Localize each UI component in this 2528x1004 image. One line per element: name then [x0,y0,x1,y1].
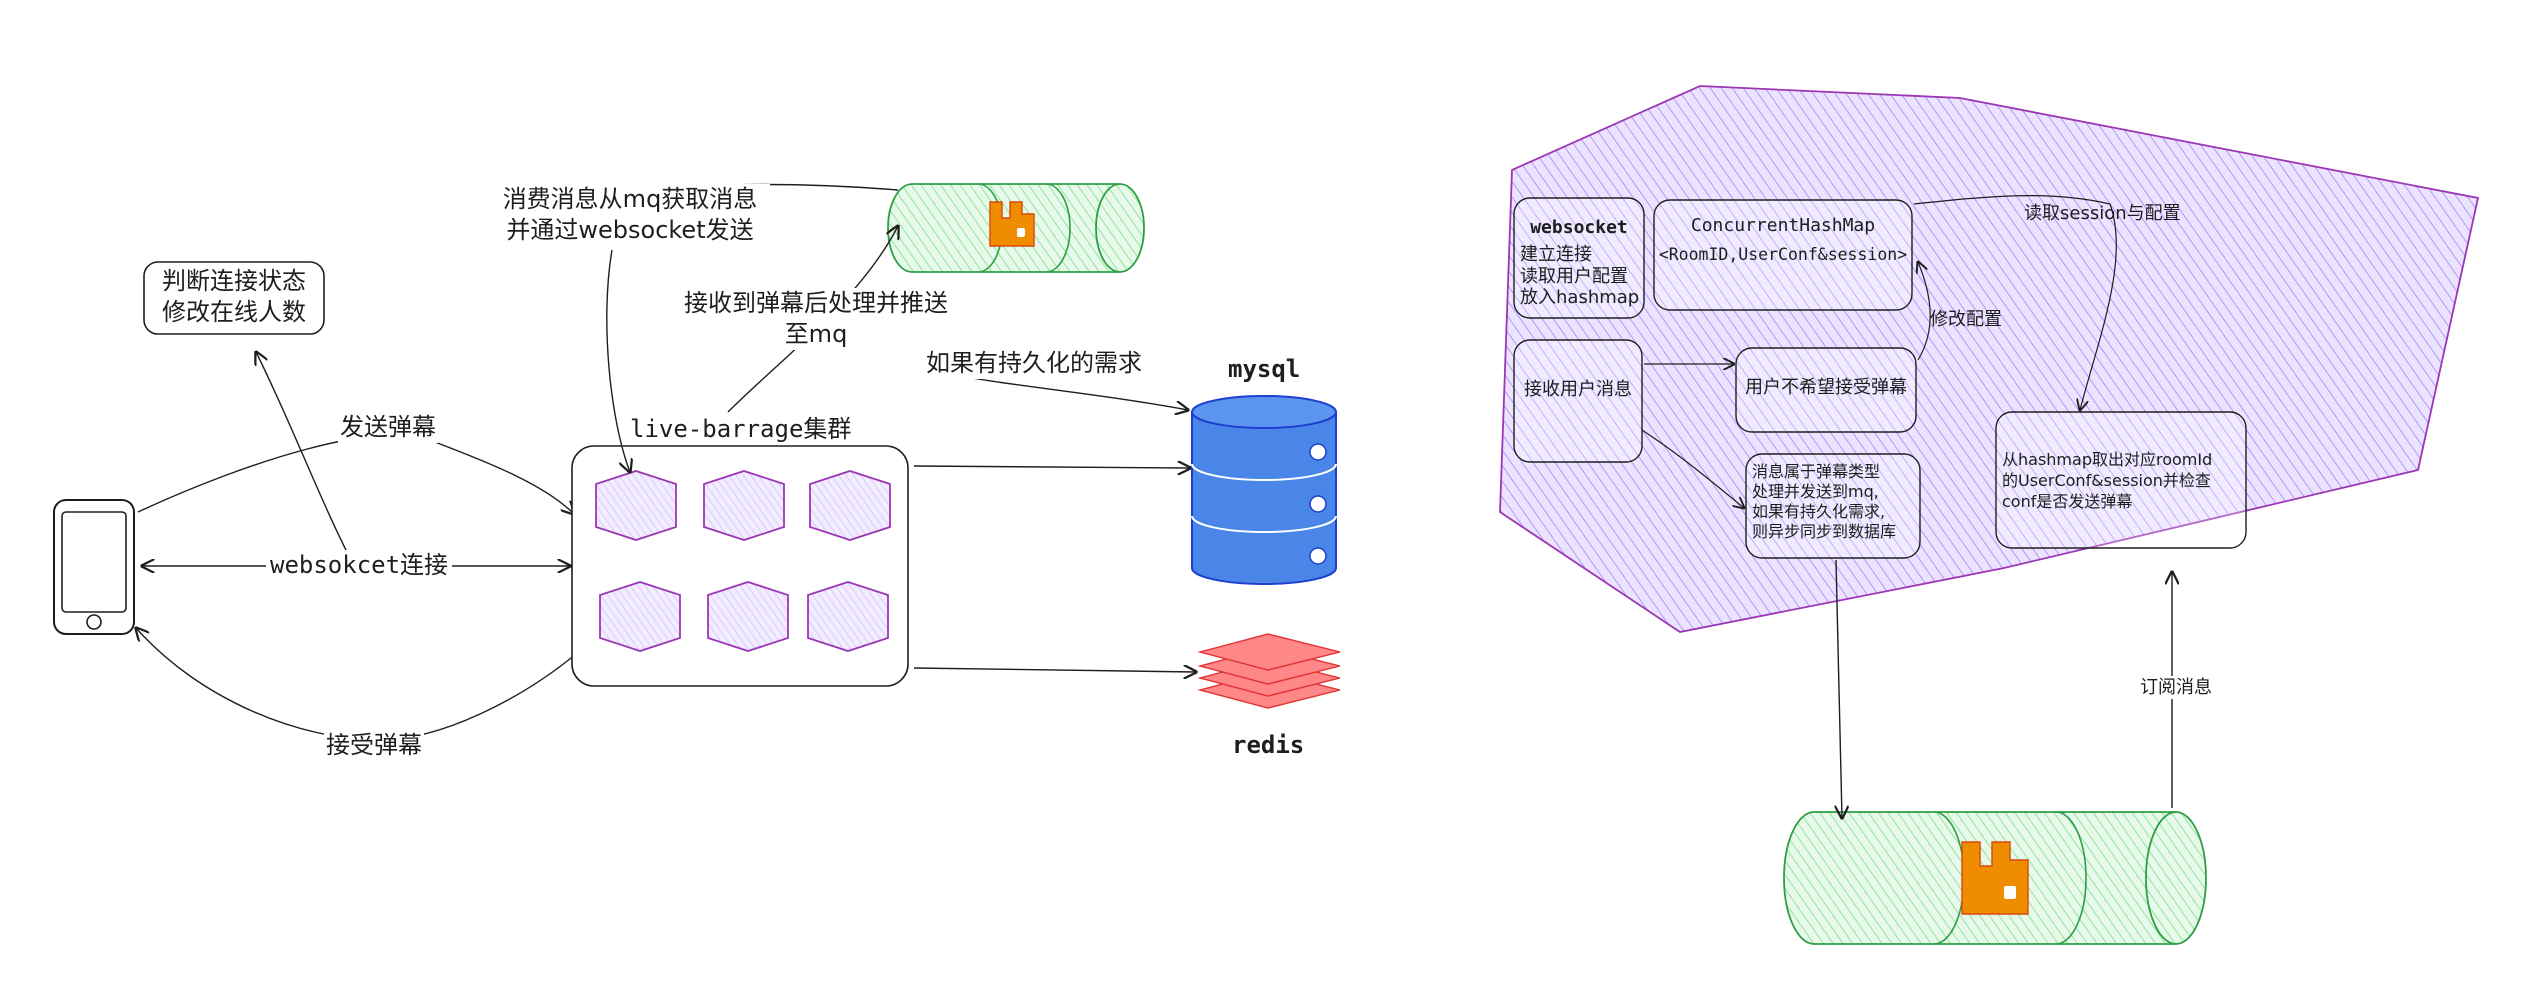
process-note: 接收到弹幕后处理并推送 至mq [666,288,966,351]
status-note: 判断连接状态 修改在线人数 [162,267,306,327]
cluster-node-hexagon [599,581,681,652]
mq-cylinder-left [887,183,1145,273]
send-barrage-label: 发送弹幕 [338,412,438,444]
send-to-mq-arrow [1836,559,1842,818]
mysql-label: mysql [1228,355,1301,383]
hashmap-box [1653,199,1913,311]
websocket-box [1513,197,1645,319]
hashmap-check-note: 从hashmap取出对应roomId 的UserConf&session并检查 … [2002,450,2213,511]
modify-config-label: 修改配置 [1930,309,2002,330]
subscribe-label: 订阅消息 [2138,676,2214,700]
websocket-body: 建立连接 读取用户配置 放入hashmap [1520,244,1640,309]
consume-to-cluster-arrow [606,249,630,472]
msg-type-note: 消息属于弹幕类型 处理并发送到mq, 如果有持久化需求, 则异步同步到数据库 [1752,462,1897,541]
receive-to-msg-type-arrow [1641,429,1744,508]
persist-note: 如果有持久化的需求 [924,348,1144,380]
status-arrow [256,352,353,563]
cluster-label: live-barrage集群 [630,415,852,443]
user-reject-box [1735,347,1917,433]
service-region [1499,85,2480,633]
hashmap-type: <RoomID,UserConf&session> [1658,245,1908,264]
rabbitmq-icon [989,201,1035,247]
cluster-to-redis-arrow [913,668,1196,672]
hashmap-title: ConcurrentHashMap [1690,215,1876,236]
redis-label: redis [1232,731,1305,759]
mysql-database-icon [1191,395,1337,585]
receive-barrage-arrow [136,628,577,741]
receive-msg-box [1513,339,1643,463]
read-session-label: 读取session与配置 [2024,203,2181,224]
cluster-node-hexagon [707,581,789,652]
receive-msg-label: 接收用户消息 [1524,379,1632,400]
mq-cylinder-right [1783,811,2207,945]
modify-config-arrow [1918,262,1931,361]
cluster-node-hexagon [807,581,889,652]
status-note-box [143,261,325,335]
hashmap-check-box [1995,411,2247,549]
cluster-node-hexagon [703,470,785,541]
cluster-node-hexagon [595,470,677,541]
user-reject-label: 用户不希望接受弹幕 [1745,377,1907,398]
redis-icon [1197,633,1341,709]
websocket-connection-label: websokcet连接 [266,550,453,582]
cluster-node-hexagon [809,470,891,541]
websocket-title: websocket [1530,217,1628,238]
read-session-arrow [1913,195,2117,410]
cluster-nodes [595,470,891,652]
cluster-to-mysql-arrow [913,466,1190,468]
send-barrage-arrow [137,434,574,514]
consume-note: 消费消息从mq获取消息 并通过websocket发送 [490,184,770,247]
rabbitmq-icon [1961,841,2029,915]
receive-barrage-label: 接受弹幕 [324,730,424,762]
phone-icon [53,499,135,635]
